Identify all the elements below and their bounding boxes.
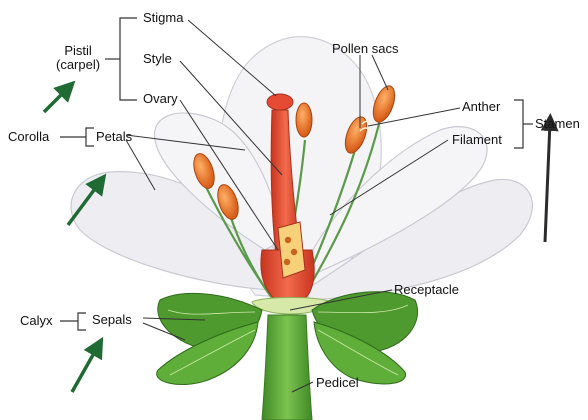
- label-pedicel: Pedicel: [316, 376, 359, 390]
- arrow-stamen: [545, 122, 550, 242]
- label-petals: Petals: [96, 130, 132, 144]
- label-sepals: Sepals: [92, 313, 132, 327]
- arrow-pistil: [44, 88, 68, 112]
- label-ovary: Ovary: [143, 92, 178, 106]
- label-pistil-alt: (carpel): [56, 58, 100, 72]
- label-style: Style: [143, 52, 172, 66]
- pedicel-stem: [262, 315, 312, 420]
- label-pistil-group: Pistil (carpel): [56, 44, 100, 72]
- anther-3: [296, 103, 312, 137]
- label-stamen: Stamen: [535, 117, 580, 131]
- ovary-cutaway: [278, 222, 305, 278]
- label-anther: Anther: [462, 100, 500, 114]
- label-pollen-sacs: Pollen sacs: [332, 42, 398, 56]
- label-receptacle: Receptacle: [394, 283, 459, 297]
- label-pistil: Pistil: [56, 44, 100, 58]
- label-filament: Filament: [452, 133, 502, 147]
- arrow-calyx: [72, 346, 98, 392]
- label-corolla: Corolla: [8, 130, 49, 144]
- label-stigma: Stigma: [143, 11, 183, 25]
- label-calyx: Calyx: [20, 314, 53, 328]
- pistil-stigma: [267, 94, 293, 110]
